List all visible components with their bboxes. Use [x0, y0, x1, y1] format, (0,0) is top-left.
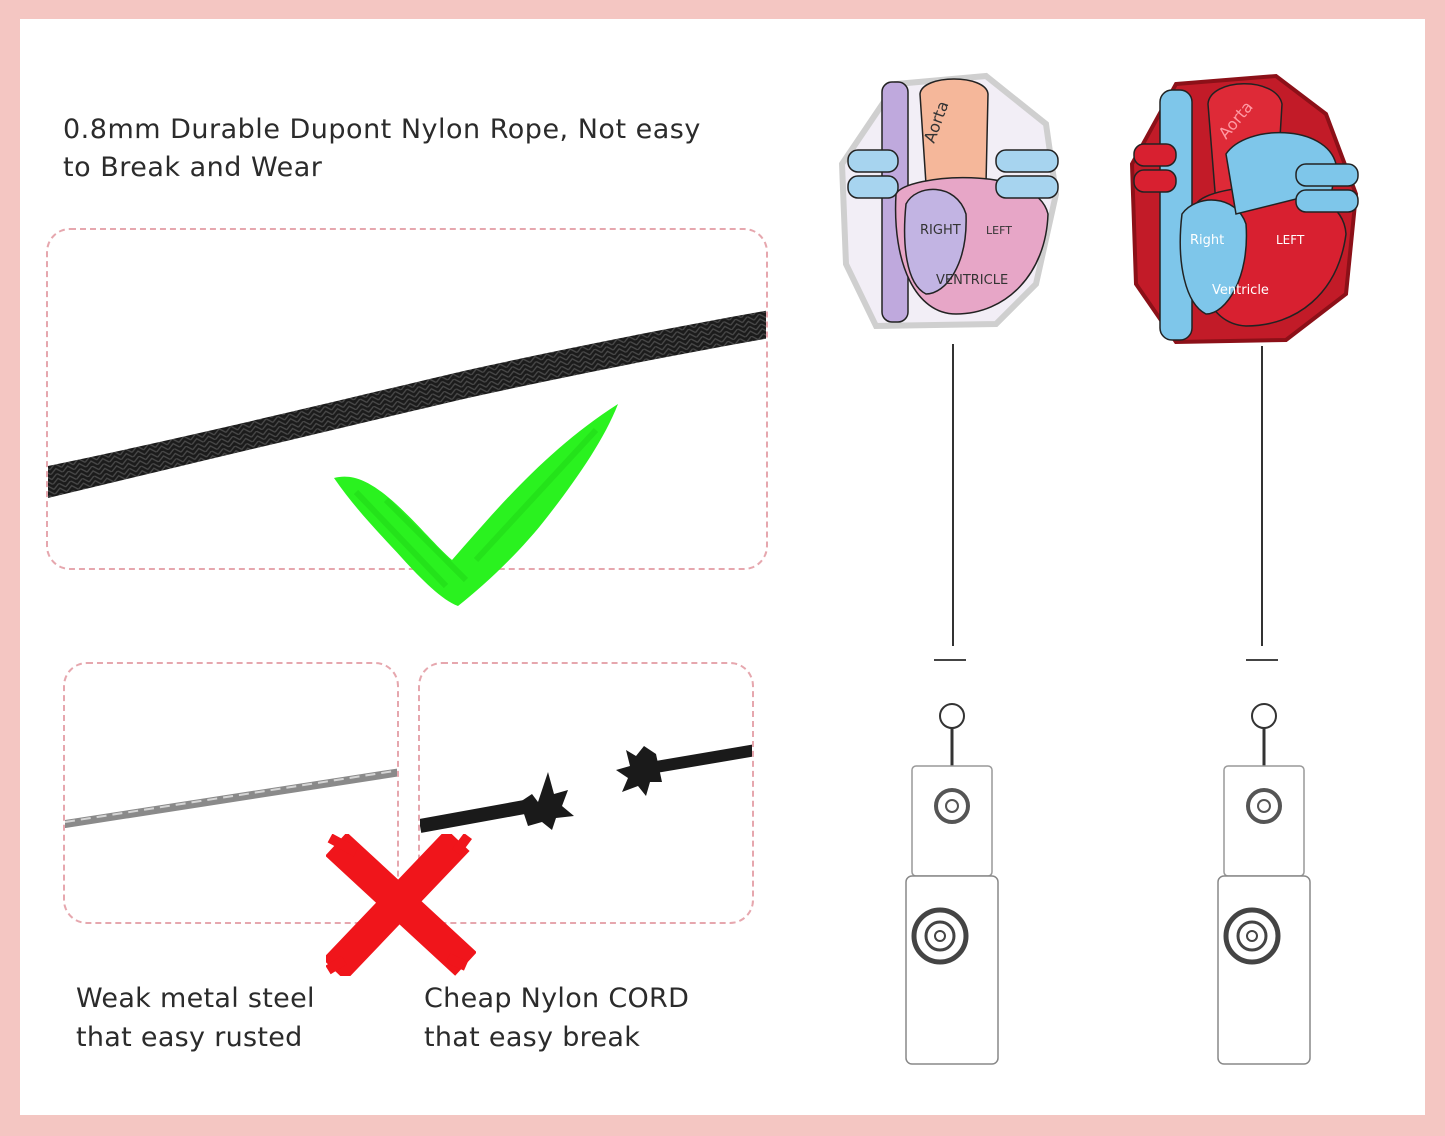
steel-wire-panel [63, 662, 399, 924]
headline: 0.8mm Durable Dupont Nylon Rope, Not eas… [63, 114, 701, 183]
steel-wire-image [65, 768, 397, 828]
svg-text:RIGHT: RIGHT [920, 223, 961, 238]
svg-text:LEFT: LEFT [986, 224, 1012, 237]
broken-cord-panel [418, 662, 754, 924]
braided-rope-image [48, 310, 766, 498]
green-checkmark-icon [326, 400, 626, 610]
svg-text:VENTRICLE: VENTRICLE [936, 273, 1008, 288]
broken-cord-image [420, 744, 752, 833]
red-heart-image: Aorta Right Ventricle LEFT [1129, 73, 1359, 1065]
pastel-heart-badge-reel: Aorta RIGHT VENTRICLE LEFT [836, 64, 1066, 1074]
svg-text:LEFT: LEFT [1276, 233, 1305, 247]
red-x-icon [326, 834, 476, 976]
svg-text:Ventricle: Ventricle [1212, 283, 1269, 298]
cord-caption: Cheap Nylon CORD that easy break [424, 983, 690, 1053]
svg-text:Right: Right [1190, 233, 1224, 248]
durable-rope-panel [46, 228, 768, 570]
pastel-heart-image: Aorta RIGHT VENTRICLE LEFT [838, 72, 1060, 1065]
red-heart-badge-reel: Aorta Right Ventricle LEFT [1126, 64, 1366, 1074]
steel-caption: Weak metal steel that easy rusted [76, 983, 315, 1053]
